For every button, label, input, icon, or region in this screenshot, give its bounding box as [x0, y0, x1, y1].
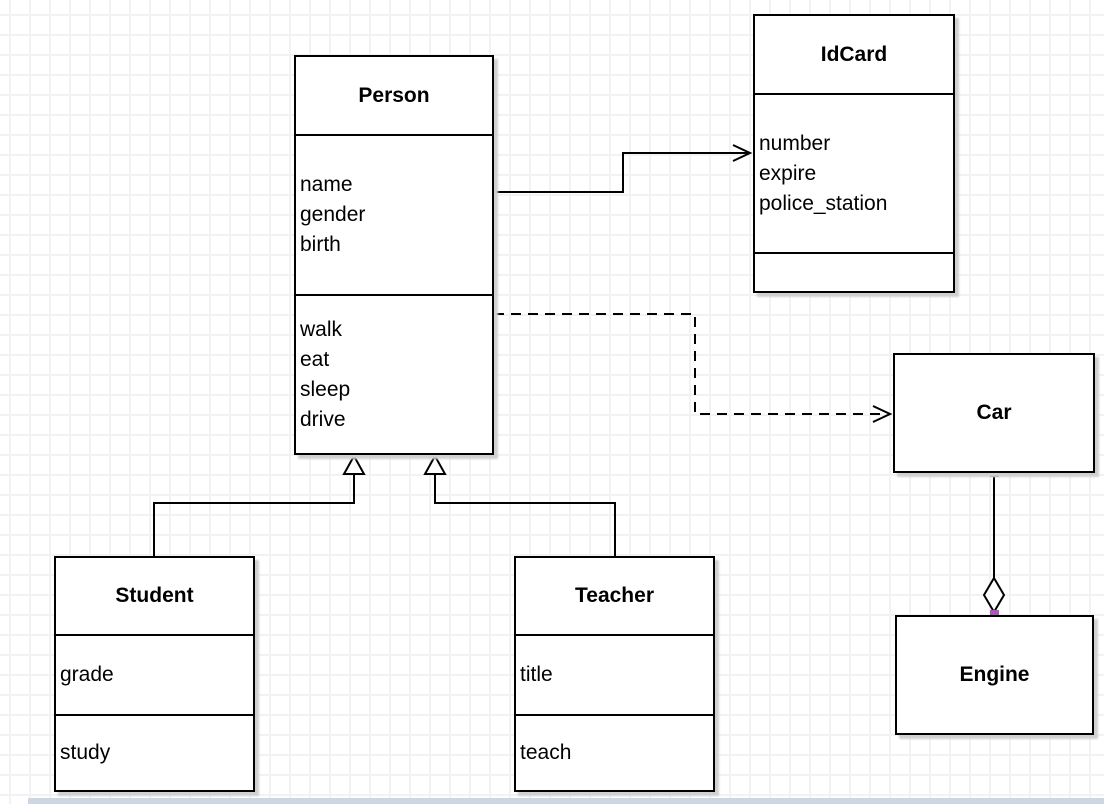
class-methods-section: teach: [516, 714, 713, 790]
class-title: Engine: [959, 663, 1030, 686]
class-idcard[interactable]: IdCard number expire police_station: [753, 14, 955, 293]
aggregation-car-engine[interactable]: [982, 468, 1006, 619]
member-label: teach: [520, 741, 572, 764]
class-title: Car: [976, 401, 1012, 424]
class-person[interactable]: Person name gender birth walk eat sleep drive: [294, 55, 494, 455]
member-label: eat: [300, 347, 330, 371]
member-label: birth: [300, 233, 341, 256]
page-boundary-edge: [28, 798, 1104, 804]
member-label: name: [300, 173, 353, 196]
generalization-student-person[interactable]: [153, 453, 366, 556]
class-methods-section: walk eat sleep drive: [296, 294, 492, 453]
class-engine[interactable]: Engine: [895, 615, 1094, 735]
generalization-teacher-person[interactable]: [423, 453, 616, 556]
association-person-idcard[interactable]: [494, 144, 753, 193]
member-label: study: [60, 741, 111, 764]
class-attributes-section: number expire police_station: [755, 93, 953, 252]
class-methods-section: study: [56, 714, 253, 790]
member-label: walk: [300, 317, 343, 341]
member-label: sleep: [300, 377, 351, 401]
class-title: Teacher: [575, 584, 654, 607]
open-arrow-icon: [732, 144, 753, 162]
hollow-diamond-icon: [982, 576, 1006, 614]
class-title: IdCard: [820, 42, 888, 66]
member-label: gender: [300, 203, 366, 226]
class-attributes-section: name gender birth: [296, 134, 492, 294]
class-teacher[interactable]: Teacher title teach: [514, 556, 715, 792]
open-arrow-icon: [872, 405, 893, 423]
member-label: grade: [60, 663, 114, 686]
member-label: title: [520, 663, 553, 686]
class-student[interactable]: Student grade study: [54, 556, 255, 792]
class-title: Student: [115, 584, 194, 607]
member-label: drive: [300, 407, 346, 431]
class-title: Person: [358, 83, 430, 107]
dependency-person-car[interactable]: [494, 313, 893, 423]
hollow-triangle-icon: [423, 453, 447, 475]
member-label: police_station: [759, 191, 888, 215]
hollow-triangle-icon: [342, 453, 366, 475]
class-car[interactable]: Car: [893, 353, 1095, 473]
connection-point-marker[interactable]: [990, 610, 999, 619]
member-label: number: [759, 131, 831, 155]
class-attributes-section: title: [516, 634, 713, 714]
class-attributes-section: grade: [56, 634, 253, 714]
member-label: expire: [759, 161, 817, 185]
class-methods-section: [755, 252, 953, 291]
